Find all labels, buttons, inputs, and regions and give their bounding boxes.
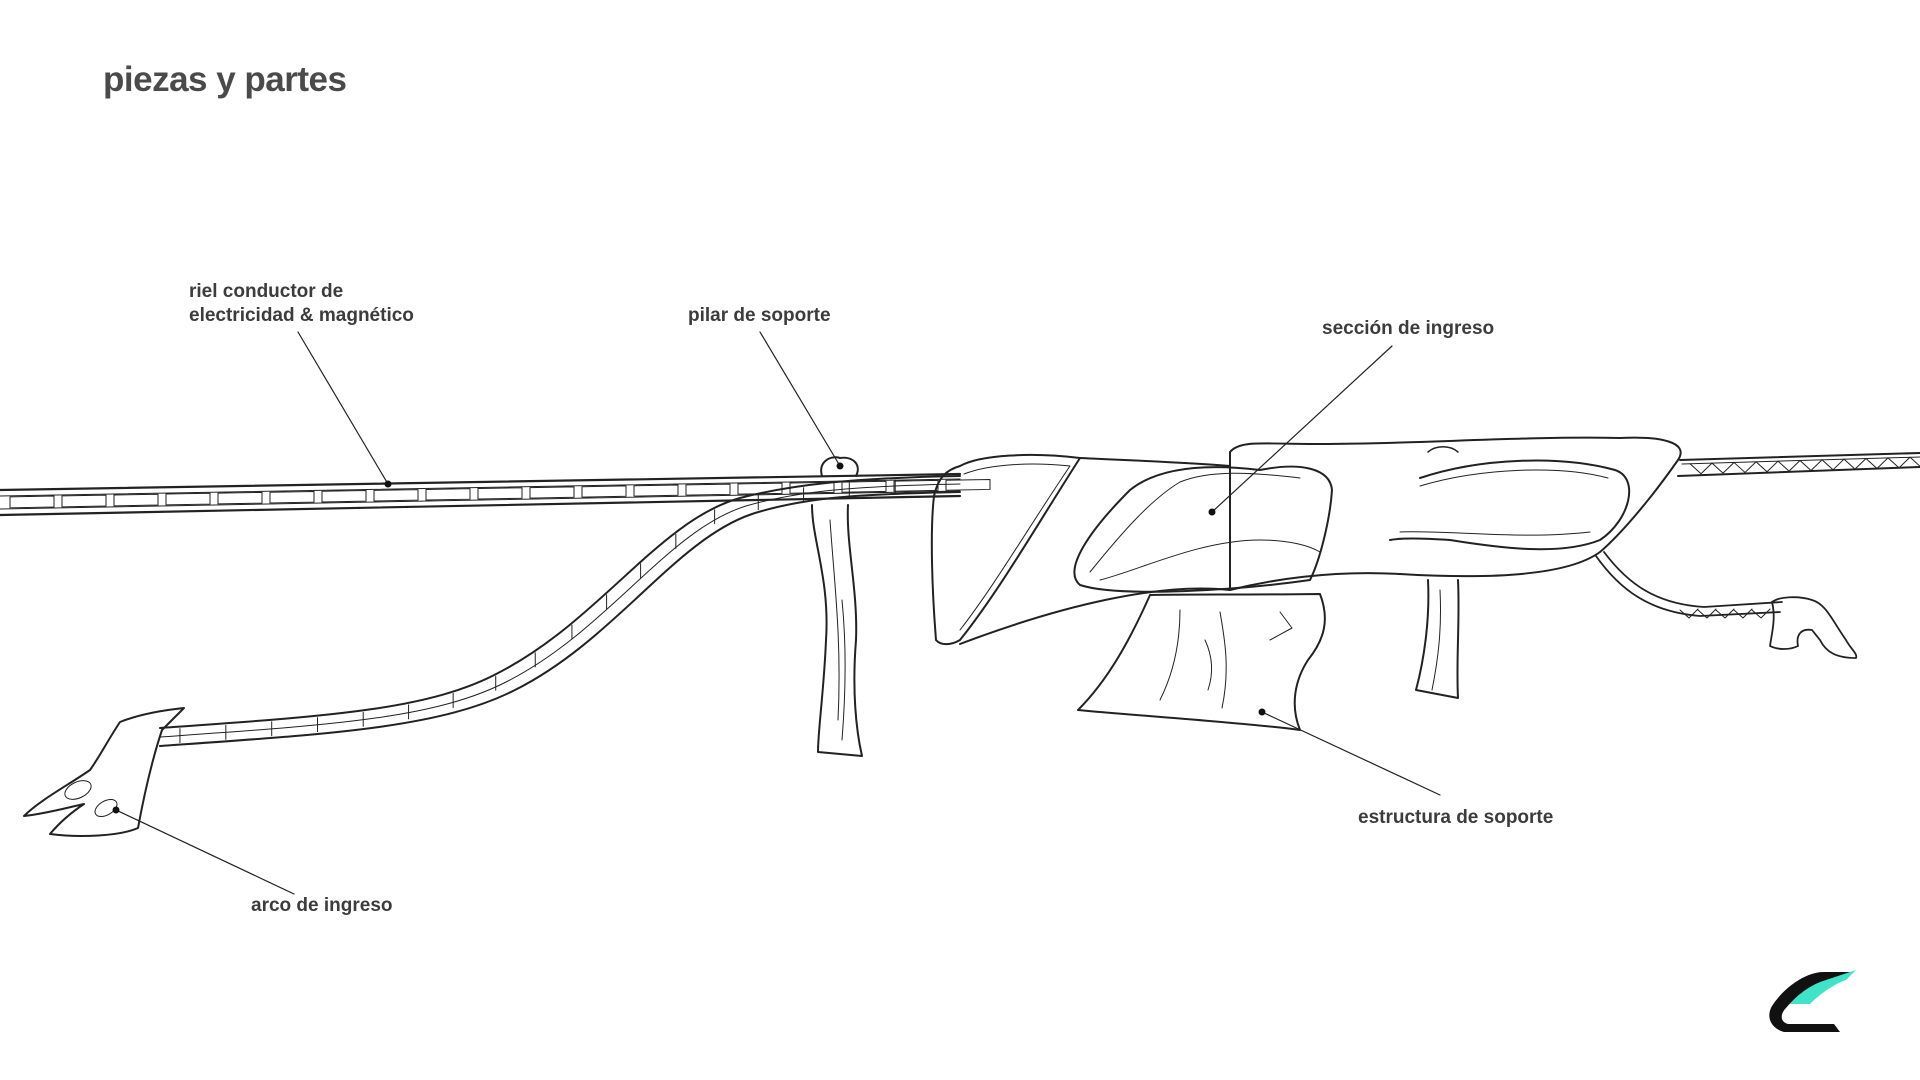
dot-estructura [1259, 709, 1266, 716]
leader-dots [113, 463, 1266, 814]
brand-chevron-logo-icon [1764, 968, 1864, 1036]
entry-section-cabin [1074, 438, 1680, 592]
leader-arco [116, 810, 294, 894]
label-pilar-de-soporte: pilar de soporte [688, 304, 831, 328]
dot-arco [113, 807, 120, 814]
leader-pilar [760, 332, 840, 466]
dot-pilar [837, 463, 844, 470]
leader-riel [298, 332, 388, 484]
support-structure [1078, 594, 1325, 730]
dot-riel [385, 481, 392, 488]
rear-branch [1596, 552, 1856, 658]
label-riel-conductor: riel conductor de electricidad & magnéti… [189, 280, 414, 328]
label-riel-line2: electricidad & magnético [189, 304, 414, 328]
leader-seccion [1212, 346, 1392, 512]
support-pillar [812, 457, 862, 756]
label-arco-de-ingreso: arco de ingreso [251, 894, 393, 918]
main-rail [0, 474, 990, 515]
branch-rail [160, 476, 960, 746]
label-riel-line1: riel conductor de [189, 280, 414, 304]
leader-estructura [1262, 712, 1440, 795]
label-seccion-de-ingreso: sección de ingreso [1322, 317, 1494, 341]
label-estructura-de-soporte: estructura de soporte [1358, 806, 1553, 830]
dot-seccion [1209, 509, 1216, 516]
leader-lines [116, 332, 1440, 894]
right-rail [1678, 453, 1920, 476]
rear-leg [1416, 580, 1459, 698]
